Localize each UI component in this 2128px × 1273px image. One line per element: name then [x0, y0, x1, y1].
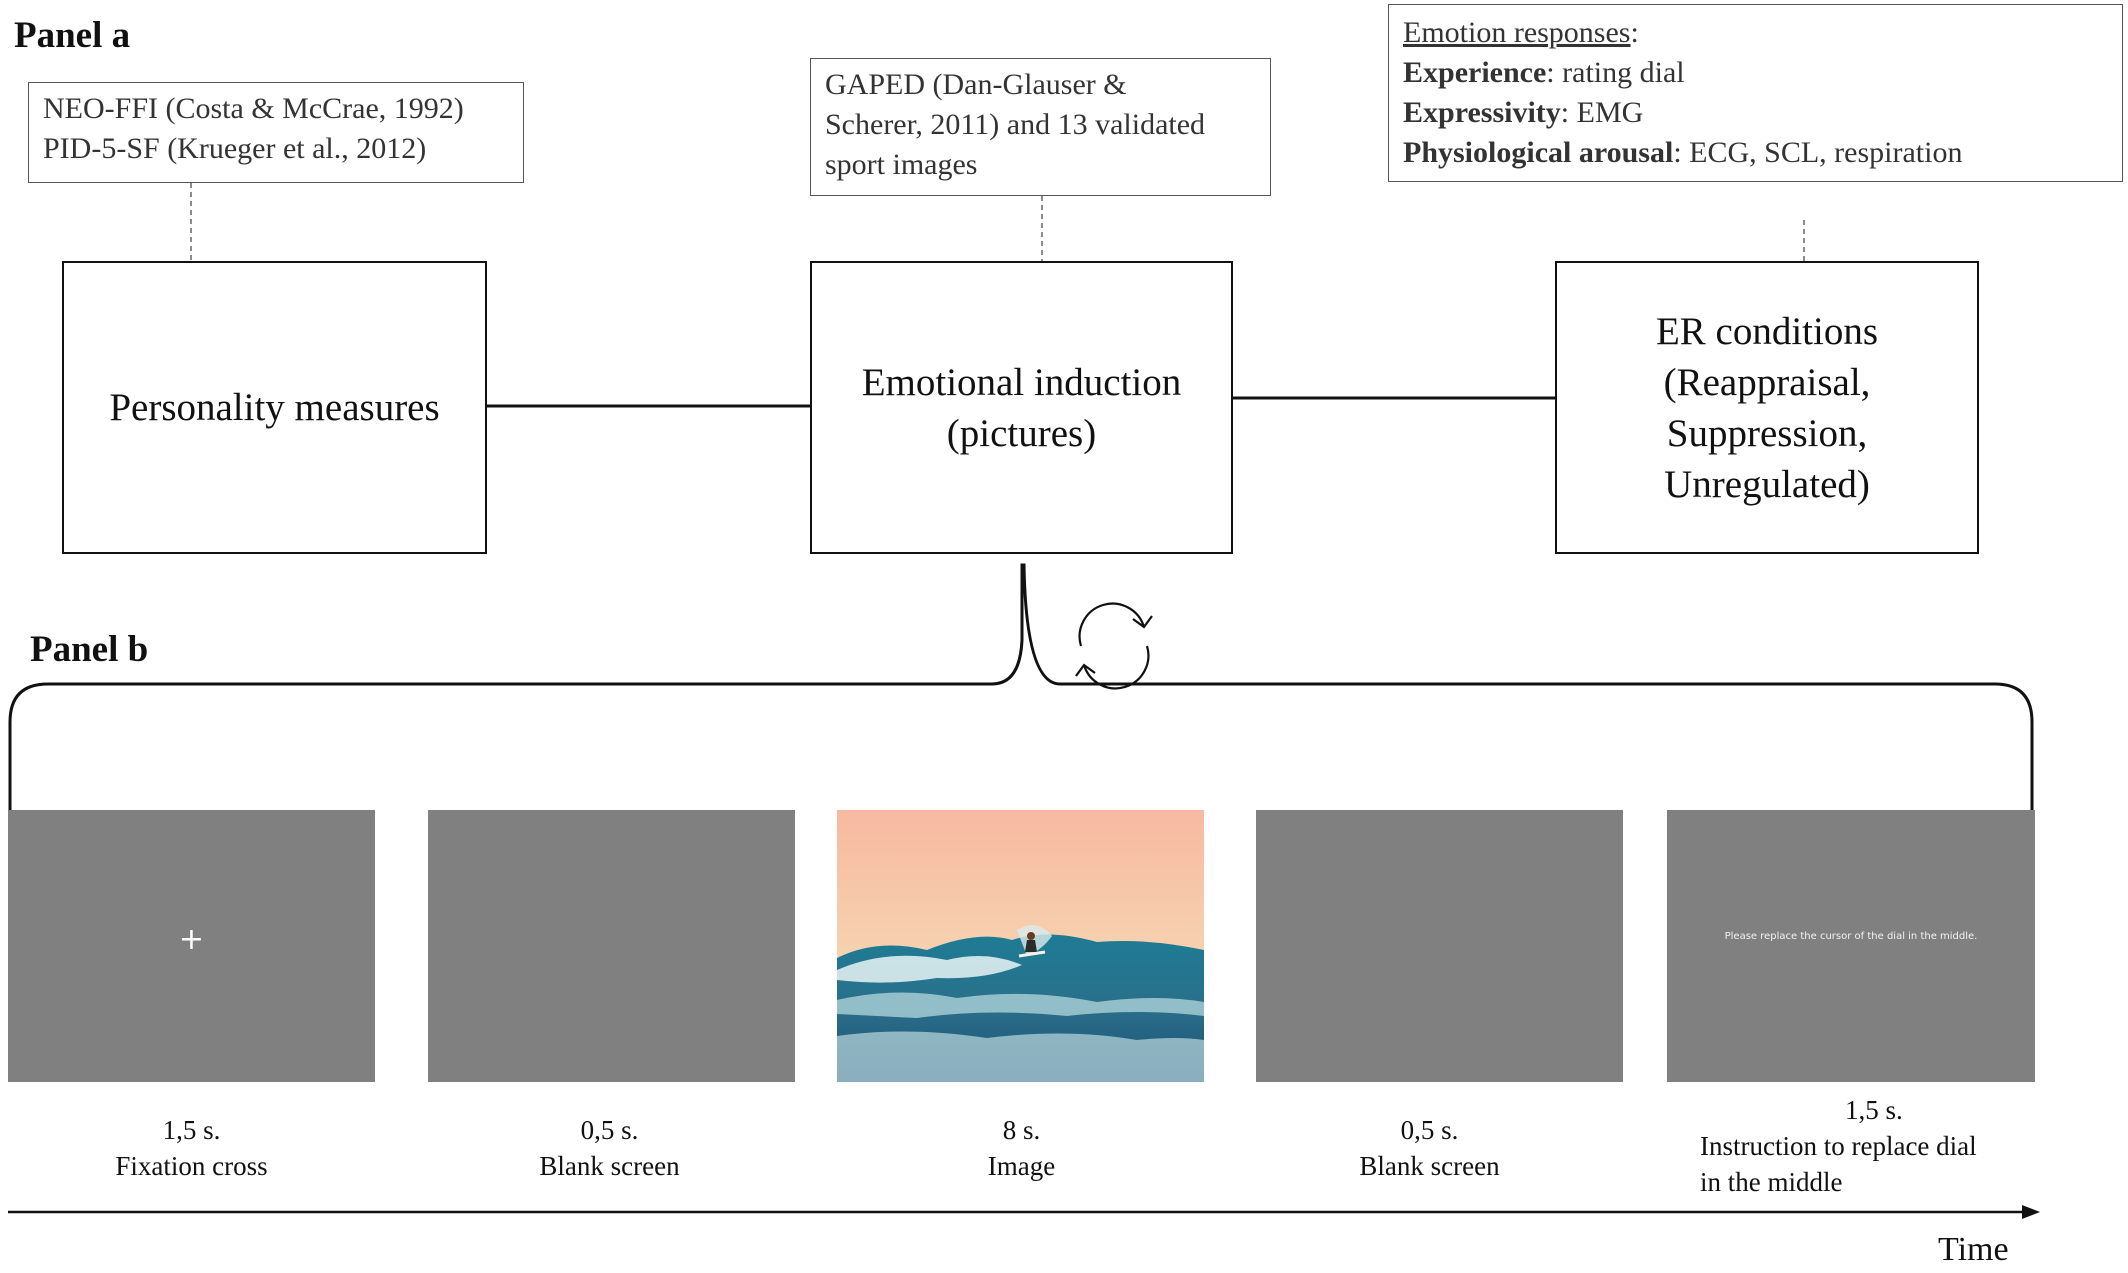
box-text: ER conditions	[1655, 309, 1879, 353]
note-detail: : EMG	[1560, 96, 1644, 129]
note-detail: : rating dial	[1546, 56, 1685, 89]
blank-screen-1	[428, 810, 795, 1082]
emotional-induction-box: Emotional induction (pictures)	[810, 261, 1233, 554]
emotion-responses-note: Emotion responses: Experience: rating di…	[1388, 4, 2123, 182]
note-title-suffix: :	[1630, 16, 1639, 49]
caption-label: Blank screen	[1359, 1151, 1500, 1181]
fixation-screen: +	[8, 810, 375, 1082]
blank-caption-1: 0,5 s. Blank screen	[458, 1112, 761, 1184]
note-row-arousal: Physiological arousal: ECG, SCL, respira…	[1403, 133, 2108, 173]
caption-label: Fixation cross	[115, 1151, 268, 1181]
note-term: Experience	[1403, 56, 1547, 89]
caption-duration: 1,5 s.	[162, 1115, 221, 1145]
caption-duration: 0,5 s.	[1400, 1115, 1459, 1145]
note-line: PID-5-SF (Krueger et al., 2012)	[43, 132, 427, 165]
instruction-caption: 1,5 s. Instruction to replace dial in th…	[1700, 1092, 2040, 1200]
caption-label: Instruction to replace dial	[1700, 1131, 1977, 1161]
note-title-line: Emotion responses:	[1403, 13, 2108, 53]
instruction-screen: Please replace the cursor of the dial in…	[1667, 810, 2035, 1082]
box-text: (pictures)	[946, 411, 1097, 455]
caption-duration: 8 s.	[1002, 1115, 1041, 1145]
er-conditions-box: ER conditions (Reappraisal, Suppression,…	[1555, 261, 1979, 554]
note-row-experience: Experience: rating dial	[1403, 53, 2108, 93]
caption-label: Image	[987, 1151, 1056, 1181]
stimuli-note: GAPED (Dan-Glauser & Scherer, 2011) and …	[810, 58, 1271, 196]
blank-caption-2: 0,5 s. Blank screen	[1278, 1112, 1581, 1184]
personality-measures-note: NEO-FFI (Costa & McCrae, 1992) PID-5-SF …	[28, 82, 524, 183]
box-text: Suppression,	[1666, 411, 1868, 455]
note-line: Scherer, 2011) and 13 validated	[825, 108, 1206, 141]
fixation-caption: 1,5 s. Fixation cross	[40, 1112, 343, 1184]
note-title: Emotion responses	[1403, 16, 1631, 49]
blank-screen-2	[1256, 810, 1623, 1082]
trial-brace	[8, 563, 2034, 810]
note-line: sport images	[825, 148, 978, 181]
panel-b-label: Panel b	[30, 629, 149, 670]
image-caption: 8 s. Image	[870, 1112, 1173, 1184]
note-row-expressivity: Expressivity: EMG	[1403, 93, 2108, 133]
caption-label: in the middle	[1700, 1167, 1843, 1197]
surfer-image-screen	[837, 810, 1204, 1082]
box-text: (Reappraisal,	[1663, 360, 1871, 404]
panel-a-label: Panel a	[14, 15, 131, 56]
caption-label: Blank screen	[539, 1151, 680, 1181]
time-axis-label: Time	[1938, 1231, 2009, 1268]
box-text: Unregulated)	[1664, 462, 1870, 506]
caption-duration: 1,5 s.	[1845, 1095, 1903, 1125]
circular-arrows-icon	[1075, 602, 1153, 690]
fixation-cross: +	[178, 922, 205, 957]
caption-duration: 0,5 s.	[580, 1115, 639, 1145]
note-line: NEO-FFI (Costa & McCrae, 1992)	[43, 92, 464, 125]
note-term: Expressivity	[1403, 96, 1561, 129]
note-detail: : ECG, SCL, respiration	[1673, 136, 1963, 169]
box-text: Emotional induction	[861, 360, 1182, 404]
note-line: GAPED (Dan-Glauser &	[825, 68, 1127, 101]
time-axis-arrowhead	[2022, 1205, 2040, 1219]
box-text: Personality measures	[109, 386, 440, 429]
personality-measures-box: Personality measures	[62, 261, 487, 554]
surfer-on-wave-photo	[837, 810, 1204, 1082]
instruction-screen-text: Please replace the cursor of the dial in…	[1724, 931, 1978, 942]
note-term: Physiological arousal	[1403, 136, 1674, 169]
